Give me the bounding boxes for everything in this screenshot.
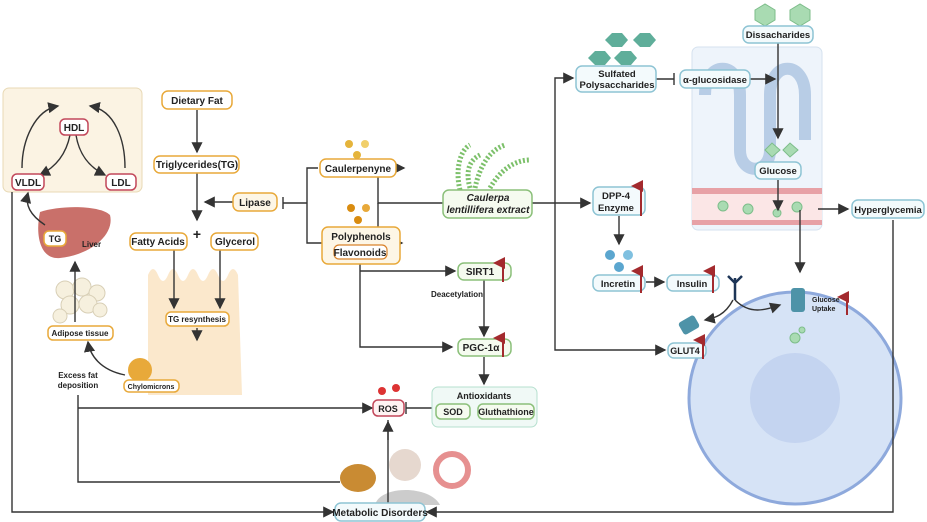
node-hdl: HDL [59,118,89,136]
node-glucose: Glucose [754,161,802,180]
tg-resynthesis-label: TG resynthesis [168,315,226,324]
glut4-label: GLUT4 [670,346,700,356]
node-glycerol: Glycerol [210,232,259,251]
node-vldl: VLDL [11,173,45,191]
sirt1-label: SIRT1 [466,267,495,278]
vldl-label: VLDL [15,178,41,189]
incretin-label: Incretin [601,279,636,290]
glucose-label: Glucose [759,166,797,177]
node-sirt1: SIRT1 [457,257,512,282]
node-caulerpenyne: Caulerpenyne [319,158,397,178]
enzyme-label: Enzyme [598,203,634,214]
node-tg-resynthesis: TG resynthesis [165,311,230,327]
flavonoids-label: Flavonoids [334,248,387,259]
ldl-label: LDL [111,178,130,189]
node-metabolic-disorders: Metabolic Disorders [332,502,428,522]
glucose-transporter-icon [791,288,805,312]
node-dietary-fat: Dietary Fat [161,90,233,110]
chylomicrons-label: Chylomicrons [128,384,175,391]
node-insulin: Insulin [666,265,720,293]
cell-nucleus [750,353,840,443]
sulfated-label: Sulfated [598,69,636,80]
antioxidants-label: Antioxidants [457,391,512,401]
hexagon-icons [717,3,811,344]
pgc1a-label: PGC-1α [463,343,501,354]
adipose-tissue-label: Adipose tissue [52,329,109,338]
node-adipose-tissue: Adipose tissue [47,325,114,341]
node-lipase: Lipase [232,192,278,212]
polysaccharides-label: Polysaccharides [580,80,655,91]
seaweed-icon [455,142,531,191]
node-incretin: Incretin [592,265,646,293]
dissacharides-label: Dissacharides [746,30,810,41]
polysaccharide-icon [588,33,656,65]
liver-label: Liver [82,240,101,249]
insulin-receptor-icon [727,275,743,300]
uptake-label: Uptake [812,306,835,313]
hdl-label: HDL [64,123,85,134]
hyperglycemia-label: Hyperglycemia [854,205,922,216]
node-alpha-glucosidase: α-glucosidase [679,69,751,89]
caulerpenyne-label: Caulerpenyne [325,164,392,175]
node-glut4: GLUT4 [667,334,707,359]
node-dissacharides: Dissacharides [742,25,814,44]
person-illustration [340,449,471,505]
enterocyte-cell [148,269,242,395]
deacetylation-label: Deacetylation [431,290,483,299]
lipase-label: Lipase [239,198,271,209]
excess-fat-label: Excess fat [58,371,98,380]
node-ldl: LDL [105,173,137,191]
intestine-panel [691,46,823,231]
node-triglycerides: Triglycerides(TG) [153,155,240,174]
blood-vessel-wall [692,188,822,194]
ros-label: ROS [378,404,398,414]
glut4-transporter-icon [678,315,700,335]
liver-tg-label: TG [49,234,62,244]
extract-name-line2: lentillifera extract [447,205,530,216]
alpha-glucosidase-label: α-glucosidase [683,75,747,86]
glucose-uptake-label: Glucose [812,297,840,304]
blood-vessel-wall [692,220,822,225]
triglycerides-label: Triglycerides(TG) [156,160,238,171]
dpp4-label: DPP-4 [602,191,631,202]
gluthathione-label: Gluthathione [478,407,534,417]
plus-sign: + [193,226,201,242]
node-chylomicrons: Chylomicrons [123,358,180,393]
node-pgc1a: PGC-1α [457,332,512,357]
adipose-tissue-icon [52,277,108,324]
extract-name-line1: Caulerpa [467,193,510,204]
sod-label: SOD [443,407,463,417]
molecule-dots [345,140,633,395]
metabolic-disorders-label: Metabolic Disorders [332,508,428,519]
deposition-label: deposition [58,381,99,390]
polyphenols-label: Polyphenols [331,232,391,243]
dietary-fat-label: Dietary Fat [171,96,223,107]
fatty-acids-label: Fatty Acids [131,237,185,248]
node-liver-tg: TG [43,230,67,247]
node-ros: ROS [372,399,405,417]
node-hyperglycemia: Hyperglycemia [851,199,925,219]
insulin-label: Insulin [677,279,708,290]
glycerol-label: Glycerol [215,237,255,248]
node-fatty-acids: Fatty Acids [129,232,188,251]
